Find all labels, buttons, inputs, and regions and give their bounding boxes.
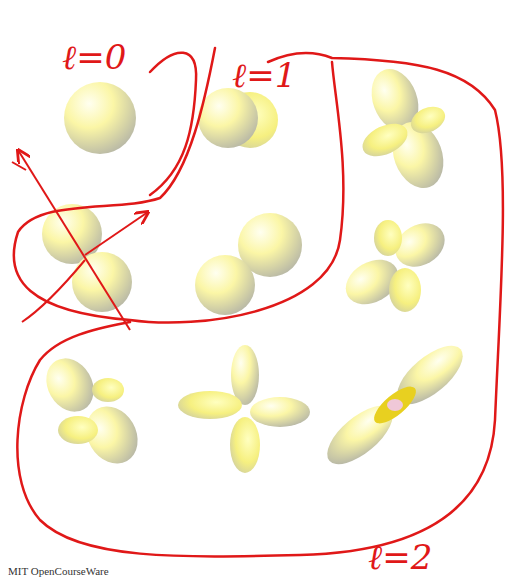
d-orbital: [37, 350, 148, 473]
credit-text: MIT OpenCourseWare: [8, 566, 109, 577]
p-orbital: [198, 88, 278, 148]
quantum-number-label: ℓ=0: [62, 40, 126, 74]
p-orbital: [42, 204, 132, 312]
d-orbital: [357, 62, 452, 195]
group-outline: [14, 48, 503, 556]
axis-arrows: [12, 150, 148, 330]
quantum-number-label: ℓ=2: [368, 540, 432, 574]
s-orbital: [64, 82, 136, 154]
d-orbital: [338, 215, 453, 314]
dz2-orbital: [318, 335, 472, 474]
d-orbital: [178, 345, 310, 473]
quantum-number-label: ℓ=1: [232, 58, 296, 92]
